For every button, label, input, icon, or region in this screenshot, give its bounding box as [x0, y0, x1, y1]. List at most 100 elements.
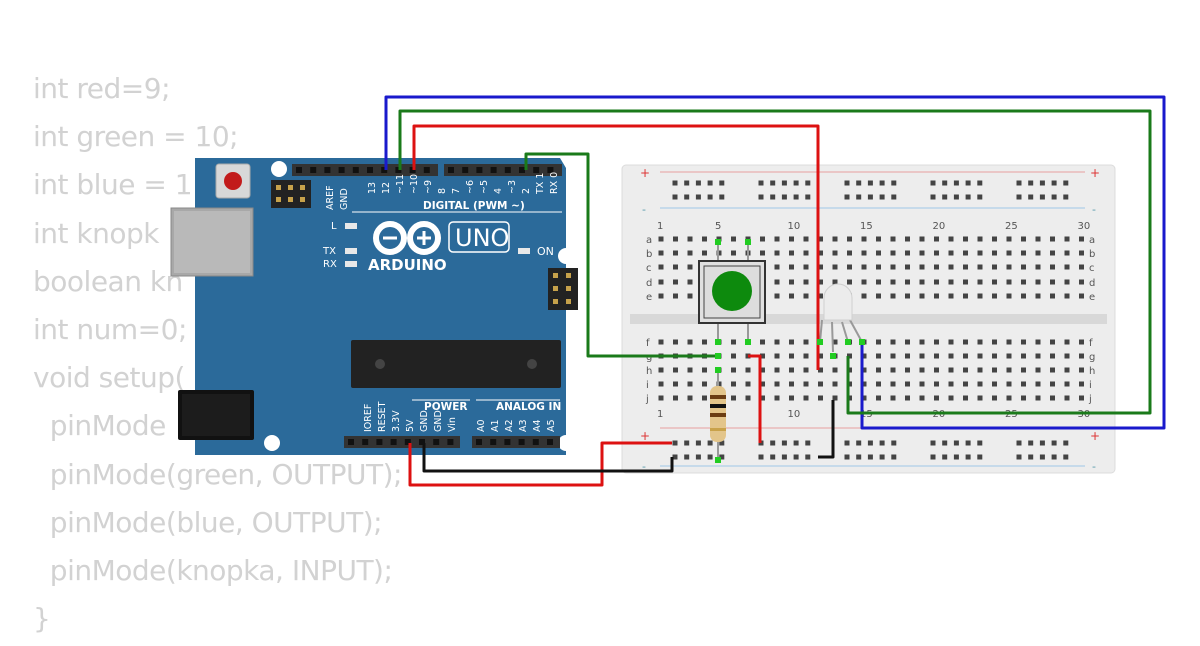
rail-plus-bottom-left: +	[640, 429, 650, 443]
tx-led-label: TX	[322, 246, 336, 257]
row-letter-left: f	[646, 338, 650, 349]
row-letter-left: j	[645, 394, 649, 405]
row-letter-right: f	[1089, 338, 1093, 349]
code-line: int green = 10;	[33, 120, 239, 154]
rgb-led[interactable]	[819, 283, 863, 353]
analog-header-label: ANALOG IN	[496, 401, 561, 413]
arduino-brand-label: ARDUINO	[368, 256, 447, 274]
digital-pin-label: RX 0	[549, 172, 560, 194]
wire-red-5v[interactable]	[408, 441, 672, 487]
code-line: pinMode(green, OUTPUT);	[33, 457, 403, 491]
power-pin-label: GND	[433, 410, 444, 432]
push-button[interactable]	[698, 242, 766, 342]
power-pin-label: GND	[419, 410, 430, 432]
l-led	[345, 223, 357, 229]
digital-pin-label: ~3	[507, 180, 518, 194]
power-pin-label: 5V	[405, 419, 416, 432]
power-header-label: POWER	[424, 401, 467, 413]
row-letter-right: a	[1089, 235, 1095, 246]
rx-led-label: RX	[323, 259, 337, 270]
digital-pin-label: 4	[493, 188, 504, 194]
rail-minus-top-right: -	[1092, 203, 1096, 216]
wire-black-led[interactable]	[818, 400, 835, 459]
row-letter-left: d	[646, 278, 652, 289]
digital-pin-label: GND	[339, 188, 350, 210]
row-letter-right: b	[1089, 249, 1095, 260]
digital-pin-label: AREF	[325, 185, 336, 210]
code-listing: int red=9; int green = 10; int blue = 1 int…	[33, 68, 402, 646]
row-letter-left: h	[646, 366, 652, 377]
code-line: void setup(	[33, 361, 185, 395]
digital-pin-label: ~10	[409, 174, 420, 194]
digital-pin-label: 13	[367, 182, 378, 194]
power-pin-label: RESET	[377, 401, 388, 432]
row-letter-left: e	[646, 292, 652, 303]
wires[interactable]	[384, 95, 1166, 487]
row-letter-right: d	[1089, 278, 1095, 289]
row-letter-left: c	[646, 263, 652, 274]
header-holes[interactable]	[296, 167, 554, 445]
wire-red-button[interactable]	[748, 354, 762, 443]
atmega-chip	[351, 340, 561, 388]
row-letter-right: c	[1089, 263, 1095, 274]
digital-pin-label: ~6	[465, 180, 476, 194]
rail-minus-top-left: -	[642, 203, 646, 216]
uno-model-label: UNO	[455, 224, 509, 252]
code-line: }	[33, 602, 51, 636]
wire-green[interactable]	[398, 109, 1152, 415]
endpoint-highlights	[715, 239, 865, 463]
power-pin-label: Vin	[447, 417, 458, 432]
digital-header-label: DIGITAL (PWM ~)	[423, 200, 525, 212]
rail-minus-bottom-left: -	[642, 460, 646, 473]
on-led-label: ON	[537, 245, 554, 258]
row-letter-right: h	[1089, 366, 1095, 377]
row-letter-left: i	[646, 380, 649, 391]
column-number: 15	[860, 221, 873, 232]
code-line: boolean kn	[33, 264, 183, 298]
code-line: int knopk	[33, 216, 159, 250]
analog-pin-label: A2	[504, 419, 515, 432]
resistor[interactable]	[710, 370, 726, 460]
digital-pin-label: ~5	[479, 180, 490, 194]
analog-pin-label: A3	[518, 419, 529, 432]
row-letter-right: i	[1089, 380, 1092, 391]
wire-black-gnd[interactable]	[422, 443, 674, 473]
reset-button[interactable]	[224, 172, 242, 190]
power-pin-label: IOREF	[363, 404, 374, 432]
row-letter-left: a	[646, 235, 652, 246]
push-button-cap[interactable]	[712, 271, 752, 311]
code-line: pinMode(blue, OUTPUT);	[33, 505, 383, 539]
arduino-logo-icon	[373, 221, 441, 255]
column-number: 20	[933, 221, 946, 232]
wire-red-pin9[interactable]	[412, 124, 820, 370]
digital-pin-label: TX 1	[535, 173, 546, 195]
rail-minus-bottom-right: -	[1092, 460, 1096, 473]
analog-pin-label: A4	[532, 419, 543, 432]
digital-pin-label: ~11	[395, 174, 406, 194]
row-letter-left: b	[646, 249, 652, 260]
analog-pin-label: A0	[476, 419, 487, 432]
digital-pin-label: 2	[521, 188, 532, 194]
column-number: 5	[715, 221, 721, 232]
code-line: int red=9;	[33, 72, 171, 105]
digital-pin-label: 7	[451, 188, 462, 194]
wire-green-pin2[interactable]	[524, 152, 718, 358]
rail-plus-bottom-right: +	[1090, 429, 1100, 443]
row-letter-right: j	[1088, 394, 1092, 405]
column-number-bottom: 1	[657, 409, 663, 420]
on-led	[518, 248, 530, 254]
power-pin-label: 3.3V	[391, 410, 402, 432]
column-number-bottom: 10	[788, 409, 801, 420]
column-number: 25	[1005, 221, 1018, 232]
rail-plus-top-left: +	[640, 166, 650, 180]
digital-pin-label: 8	[437, 188, 448, 194]
code-line: int num=0;	[33, 312, 187, 346]
row-letter-right: g	[1089, 352, 1095, 363]
rx-led	[345, 261, 357, 267]
column-number: 1	[657, 221, 663, 232]
code-line: int blue = 1	[33, 168, 193, 202]
digital-pin-label: 12	[381, 182, 392, 194]
